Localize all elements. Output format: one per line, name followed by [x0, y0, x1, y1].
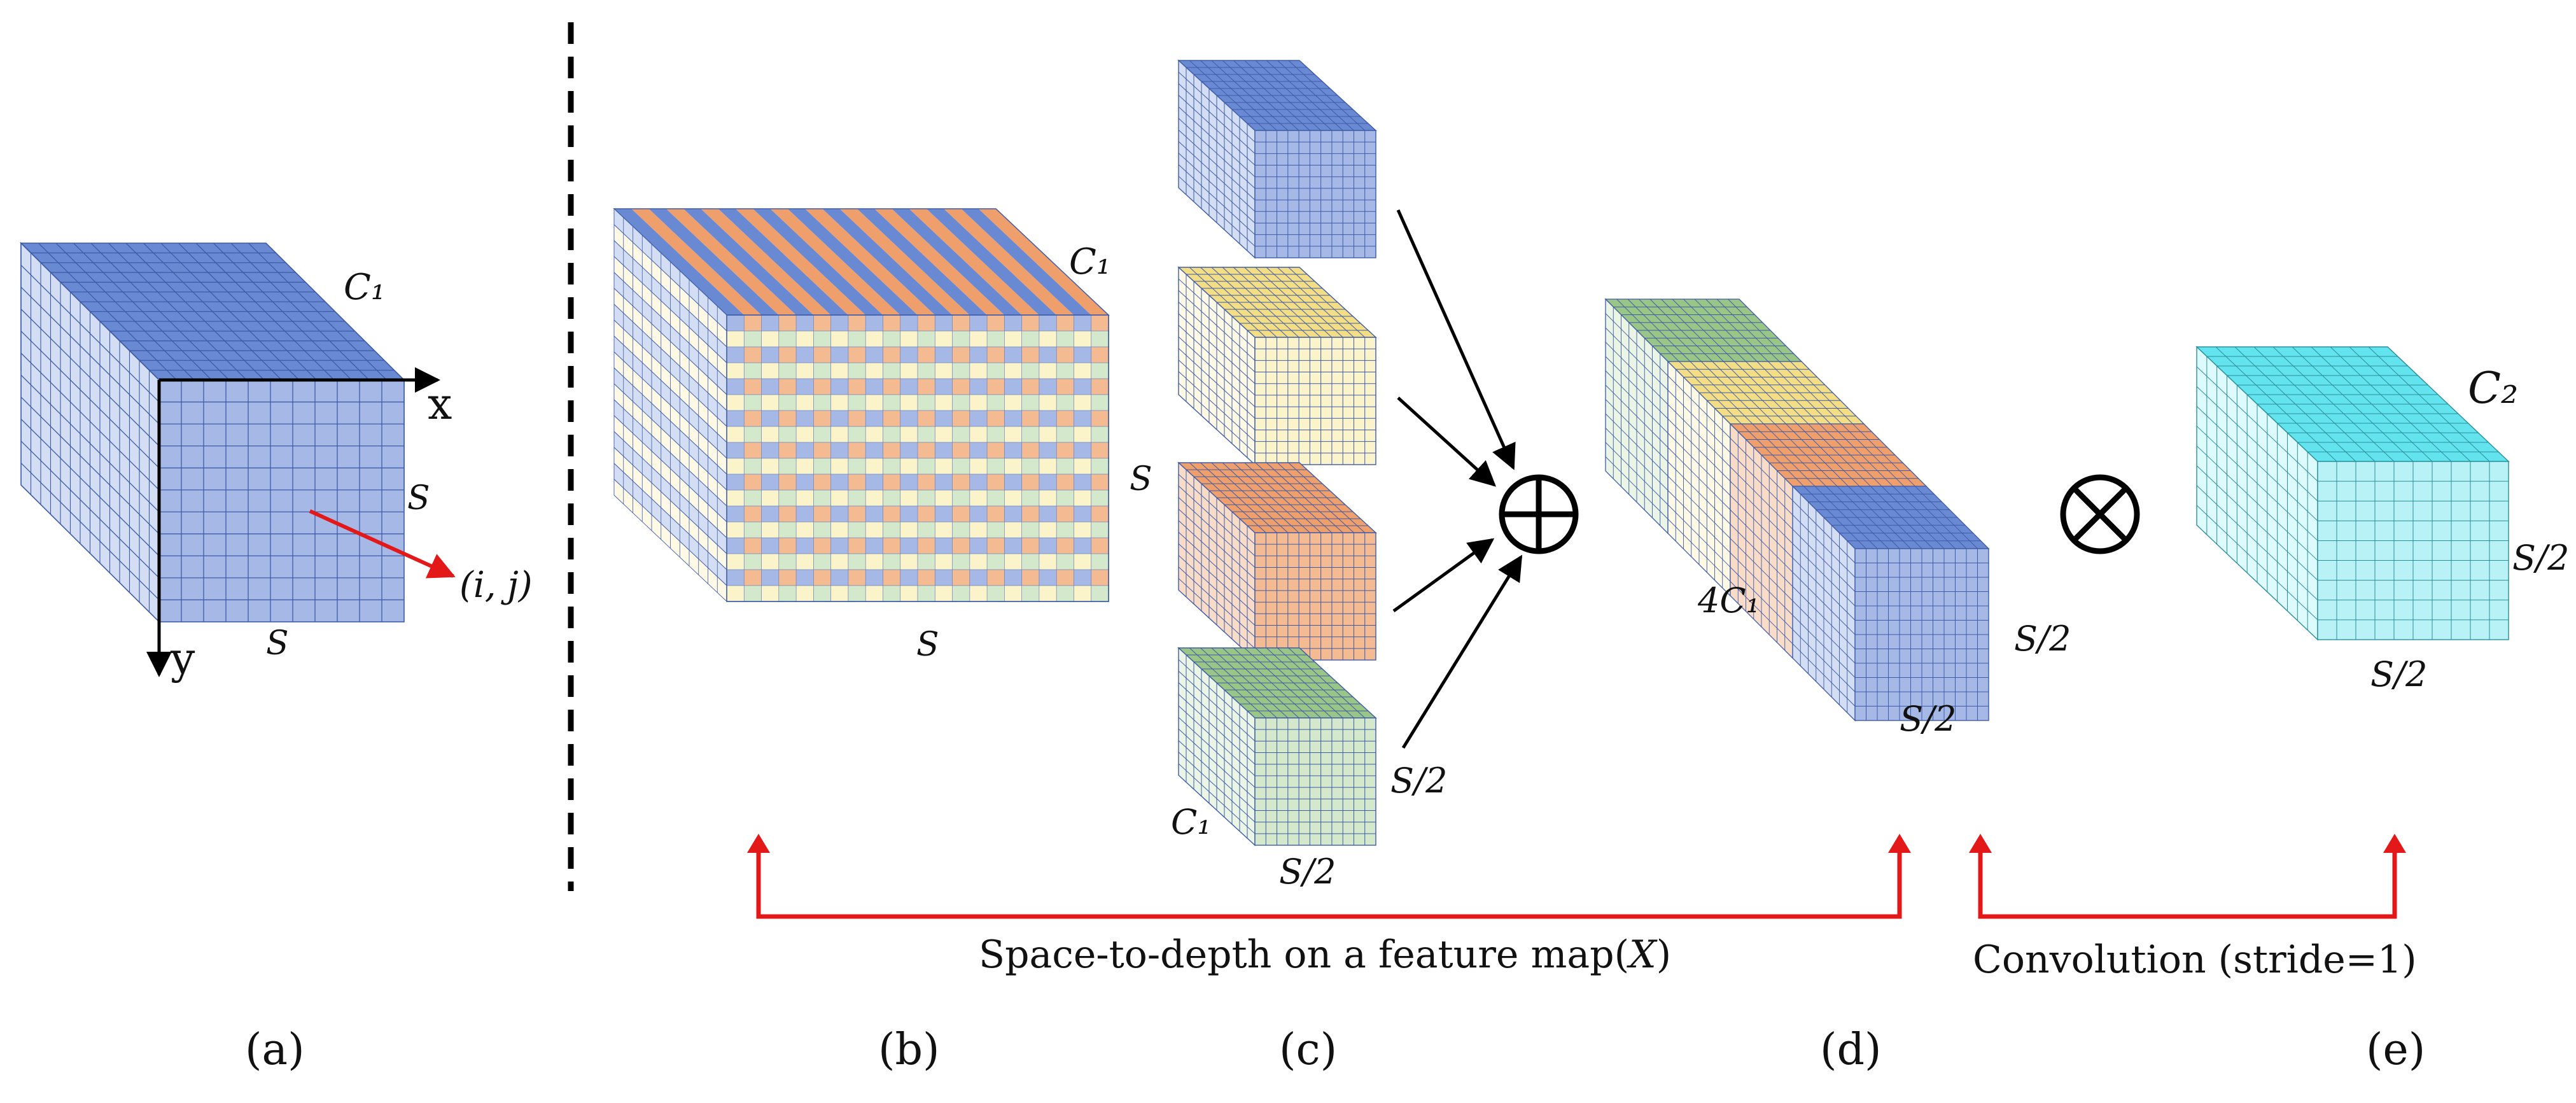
interleaved-side-face: [613, 207, 727, 603]
panel-e-output-cube: [2195, 346, 2510, 641]
panel-c-sub-feature-maps: [1177, 59, 1377, 847]
panel-d-bottom-label: S/2: [1900, 699, 1957, 739]
panel-d-channel-label: 4C₁: [1697, 580, 1760, 621]
convolution-bracket: [1969, 834, 2406, 919]
panel-b-side-label: S: [1130, 460, 1152, 498]
sub-map-yellow: [1177, 266, 1377, 466]
concat-layer-orange: [1729, 423, 1928, 659]
concat-layer-blue: [1791, 485, 1990, 722]
panel-c-channel-label: C₁: [1171, 802, 1211, 842]
caption-c: (c): [1279, 1025, 1337, 1075]
interleaved-front-face: [726, 314, 1109, 602]
panel-b-channel-label: C₁: [1069, 241, 1110, 283]
caption-d: (d): [1820, 1025, 1882, 1075]
concat-layer-green: [1604, 298, 1803, 535]
caption-b: (b): [878, 1025, 940, 1075]
input-front-grid: [158, 379, 405, 622]
panel-a-bottom-label: S: [266, 624, 289, 663]
space-to-depth-label: Space-to-depth on a feature map(X): [979, 932, 1671, 977]
panel-d-side-label: S/2: [2014, 619, 2071, 659]
panel-c-bottom-label: S/2: [1279, 852, 1336, 892]
panel-a-input-cube: [20, 242, 405, 623]
concat-operator-symbol: [1499, 474, 1579, 554]
input-side-lines: [20, 242, 160, 623]
space-to-depth-bracket: [747, 834, 1911, 919]
convolution-label: Convolution (stride=1): [1973, 938, 2417, 982]
panel-a-channel-label: C₁: [344, 267, 385, 308]
convolution-operator-symbol: [2060, 474, 2140, 554]
panel-a-axes: [146, 367, 456, 677]
y-axis-label: y: [170, 634, 195, 684]
sub-map-green: [1177, 647, 1377, 847]
panel-e-bottom-label: S/2: [2370, 654, 2428, 694]
panel-e-side-label: S/2: [2512, 538, 2570, 578]
x-axis-label: x: [428, 379, 452, 430]
panel-c-side-label: S/2: [1390, 761, 1448, 801]
concat-layer-yellow: [1667, 360, 1865, 597]
caption-a: (a): [245, 1025, 305, 1075]
panel-e-channel-label: C₂: [2468, 363, 2518, 414]
panel-b-interleaved-cube: [613, 207, 1110, 603]
sub-map-orange: [1177, 461, 1377, 661]
sub-map-blue: [1177, 59, 1377, 259]
concat-arrows: [1392, 209, 1523, 749]
point-pointer-arrow: [309, 509, 456, 579]
panel-b-bottom-label: S: [916, 626, 939, 664]
interleaved-top-face: [613, 208, 1110, 316]
panel-a-point-label: (i, j): [459, 565, 533, 606]
caption-e: (e): [2366, 1025, 2425, 1075]
panel-a-side-label: S: [407, 479, 430, 517]
panel-d-concatenated-cube: [1604, 298, 1990, 722]
output-feature-map-cube: [2195, 346, 2510, 641]
